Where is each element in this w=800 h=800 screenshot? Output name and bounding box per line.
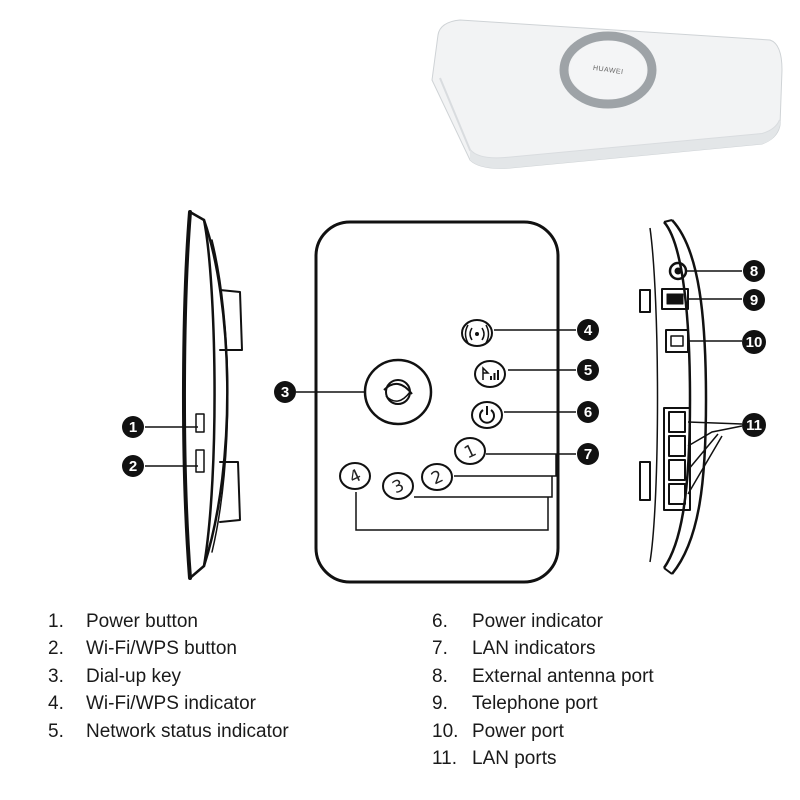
legend-number: 9. bbox=[432, 693, 448, 715]
legend-item: 10. Power port bbox=[432, 718, 654, 745]
legend-item: 9. Telephone port bbox=[432, 690, 654, 717]
wifi-wps-button bbox=[195, 449, 205, 473]
svg-text:4: 4 bbox=[346, 466, 364, 489]
svg-text:1: 1 bbox=[129, 419, 137, 436]
legend-item: 1. Power button bbox=[48, 608, 289, 635]
power-indicator-icon bbox=[471, 401, 503, 429]
legend-number: 10. bbox=[432, 720, 459, 742]
svg-text:9: 9 bbox=[750, 292, 758, 309]
svg-text:4: 4 bbox=[584, 322, 593, 339]
lan-indicator-4: 4 bbox=[339, 462, 371, 490]
svg-text:3: 3 bbox=[389, 476, 407, 499]
svg-text:6: 6 bbox=[584, 404, 592, 421]
legend-right: 6. Power indicator 7. LAN indicators 8. Ext… bbox=[432, 608, 654, 772]
legend-item: 5. Network status indicator bbox=[48, 718, 289, 745]
legend-label: Network status indicator bbox=[86, 720, 289, 742]
svg-text:2: 2 bbox=[428, 467, 446, 490]
legend-label: LAN ports bbox=[472, 748, 557, 770]
power-button bbox=[195, 413, 205, 433]
legend-label: LAN indicators bbox=[472, 638, 596, 660]
legend-item: 2. Wi-Fi/WPS button bbox=[48, 635, 289, 662]
lan-ports bbox=[663, 407, 691, 511]
callout-7: 7 bbox=[577, 443, 599, 465]
legend-item: 3. Dial-up key bbox=[48, 663, 289, 690]
front-panel bbox=[314, 220, 560, 584]
right-side-view bbox=[639, 219, 708, 575]
legend-label: Wi-Fi/WPS indicator bbox=[86, 693, 256, 715]
legend-label: Telephone port bbox=[472, 693, 598, 715]
legend-item: 6. Power indicator bbox=[432, 608, 654, 635]
router-photo: HUAWEI bbox=[431, 19, 783, 169]
callout-8: 8 bbox=[743, 260, 765, 282]
network-status-indicator-icon bbox=[474, 360, 506, 388]
legend-item: 4. Wi-Fi/WPS indicator bbox=[48, 690, 289, 717]
router-ring bbox=[559, 31, 657, 109]
lan-indicator-1: 1 bbox=[454, 437, 486, 465]
legend-number: 1. bbox=[48, 611, 64, 632]
wifi-wps-indicator-icon bbox=[461, 319, 493, 347]
legend-item: 11. LAN ports bbox=[432, 745, 654, 772]
legend-item: 7. LAN indicators bbox=[432, 635, 654, 662]
legend-number: 3. bbox=[48, 665, 64, 687]
legend-number: 8. bbox=[432, 665, 448, 687]
legend-number: 7. bbox=[432, 638, 448, 660]
legend-label: Power port bbox=[472, 720, 564, 742]
legend-number: 2. bbox=[48, 638, 64, 660]
callout-11: 11 bbox=[742, 413, 766, 437]
svg-text:3: 3 bbox=[281, 384, 289, 401]
callout-3: 3 bbox=[274, 381, 296, 403]
svg-text:5: 5 bbox=[584, 362, 592, 379]
legend-label: Dial-up key bbox=[86, 665, 182, 687]
svg-text:7: 7 bbox=[584, 446, 592, 463]
front-view: 1 2 3 4 bbox=[314, 220, 560, 584]
callout-4: 4 bbox=[577, 319, 599, 341]
legend-left: 1. Power button 2. Wi-Fi/WPS button 3. Dial… bbox=[48, 608, 289, 745]
legend-number: 6. bbox=[432, 611, 448, 632]
callout-1: 1 bbox=[122, 416, 144, 438]
svg-text:11: 11 bbox=[746, 417, 762, 434]
leader-lines bbox=[145, 270, 743, 531]
svg-text:8: 8 bbox=[750, 263, 758, 280]
lan-indicator-3: 3 bbox=[382, 472, 414, 500]
legend-number: 11. bbox=[432, 748, 458, 770]
power-port bbox=[665, 329, 689, 353]
legend-item: 8. External antenna port bbox=[432, 663, 654, 690]
callout-6: 6 bbox=[577, 401, 599, 423]
callout-9: 9 bbox=[743, 289, 765, 311]
svg-text:1: 1 bbox=[461, 441, 479, 464]
lan-indicator-2: 2 bbox=[421, 463, 453, 491]
callout-5: 5 bbox=[577, 359, 599, 381]
legend-number: 4. bbox=[48, 693, 64, 715]
dial-up-key bbox=[363, 358, 433, 426]
callout-10: 10 bbox=[742, 330, 766, 354]
brand-logo: HUAWEI bbox=[592, 65, 623, 76]
legend-label: Wi-Fi/WPS button bbox=[86, 638, 237, 660]
svg-text:2: 2 bbox=[129, 458, 137, 475]
left-side-view bbox=[181, 210, 243, 580]
legend-label: Power button bbox=[86, 611, 198, 632]
legend-label: External antenna port bbox=[472, 665, 654, 687]
svg-text:10: 10 bbox=[746, 334, 763, 351]
legend-label: Power indicator bbox=[472, 611, 603, 632]
callout-2: 2 bbox=[122, 455, 144, 477]
legend-number: 5. bbox=[48, 720, 64, 742]
